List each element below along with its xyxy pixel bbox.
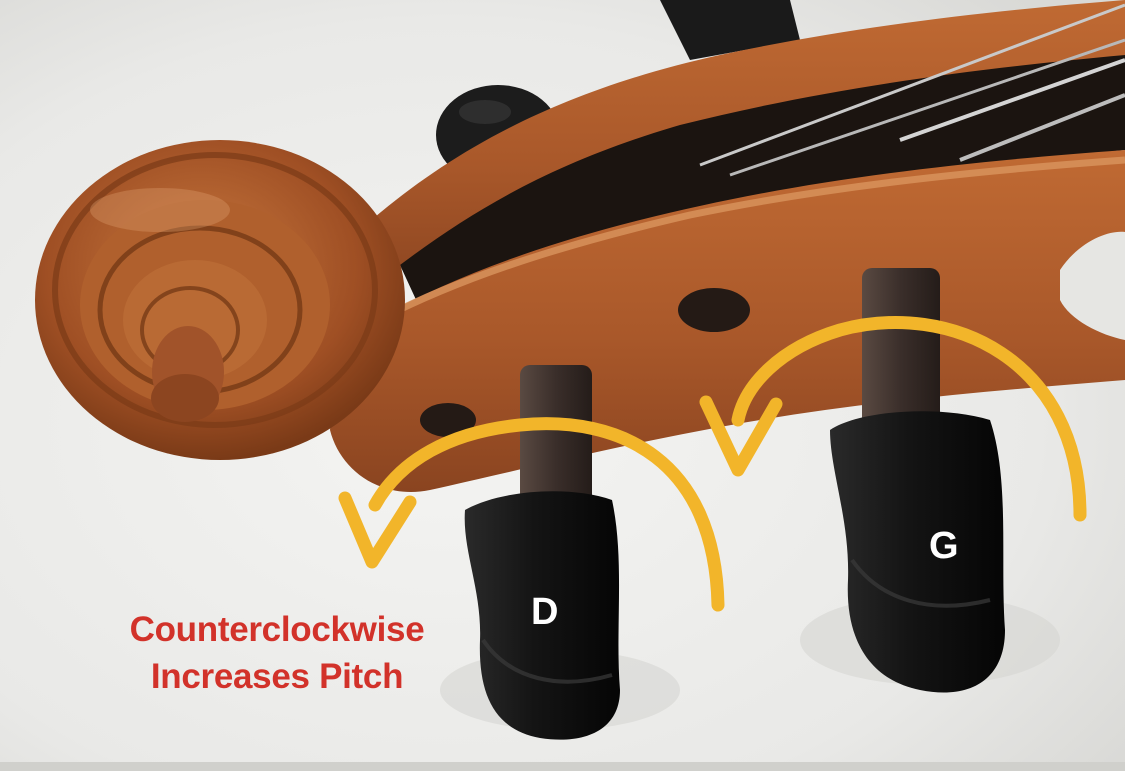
caption-line-2: Increases Pitch xyxy=(150,657,404,696)
pitch-caption: Counterclockwise Increases Pitch xyxy=(92,606,462,700)
caption-line-1: Counterclockwise xyxy=(129,610,425,649)
g-peg-label: G xyxy=(929,525,959,567)
d-peg-label: D xyxy=(531,591,559,633)
